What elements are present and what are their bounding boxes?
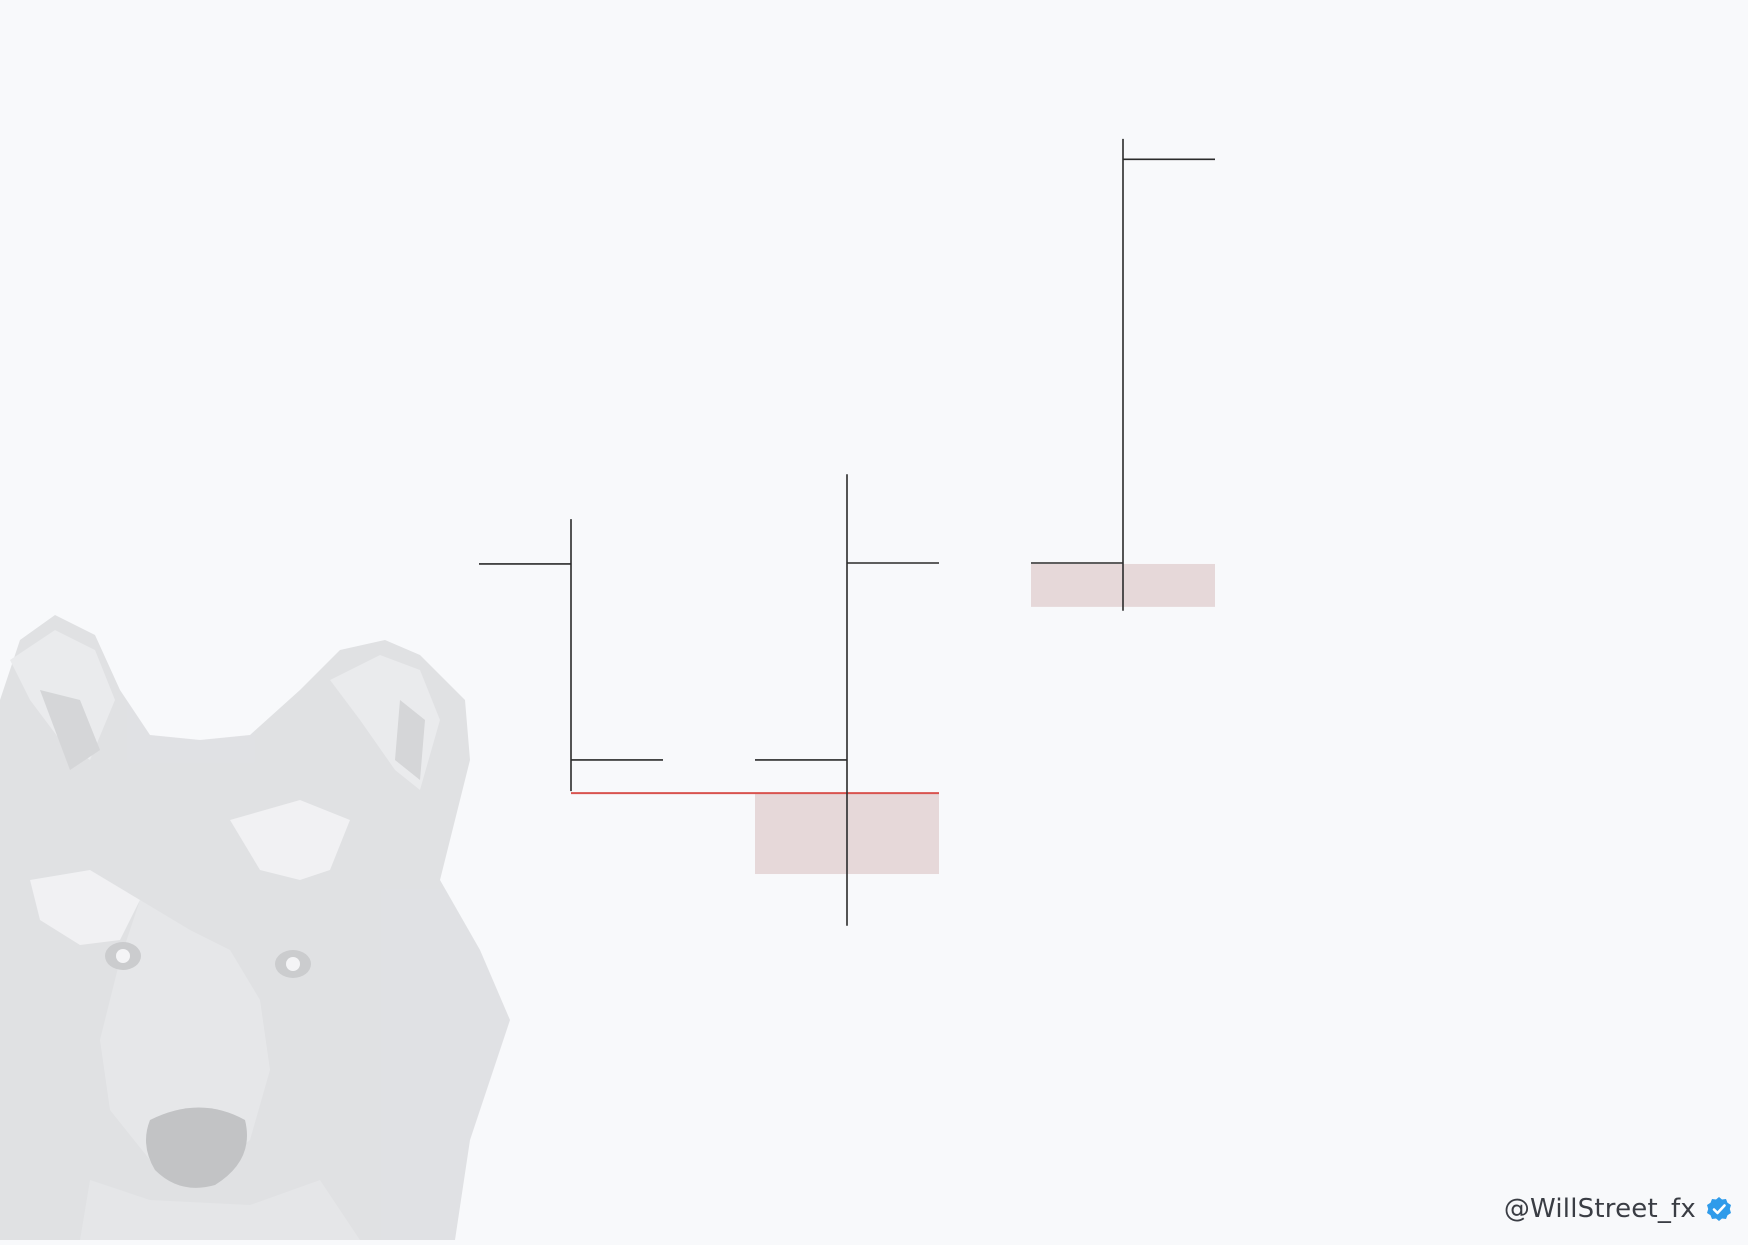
handle-text: @WillStreet_fx	[1503, 1194, 1696, 1224]
verified-badge-icon	[1707, 1197, 1731, 1221]
verified-badge-shape	[1707, 1197, 1731, 1221]
wolf-head-icon	[0, 615, 510, 1240]
verified-check	[1712, 1204, 1726, 1215]
chart-marks	[479, 138, 1215, 926]
author-handle: @WillStreet_fx	[1504, 1194, 1732, 1224]
